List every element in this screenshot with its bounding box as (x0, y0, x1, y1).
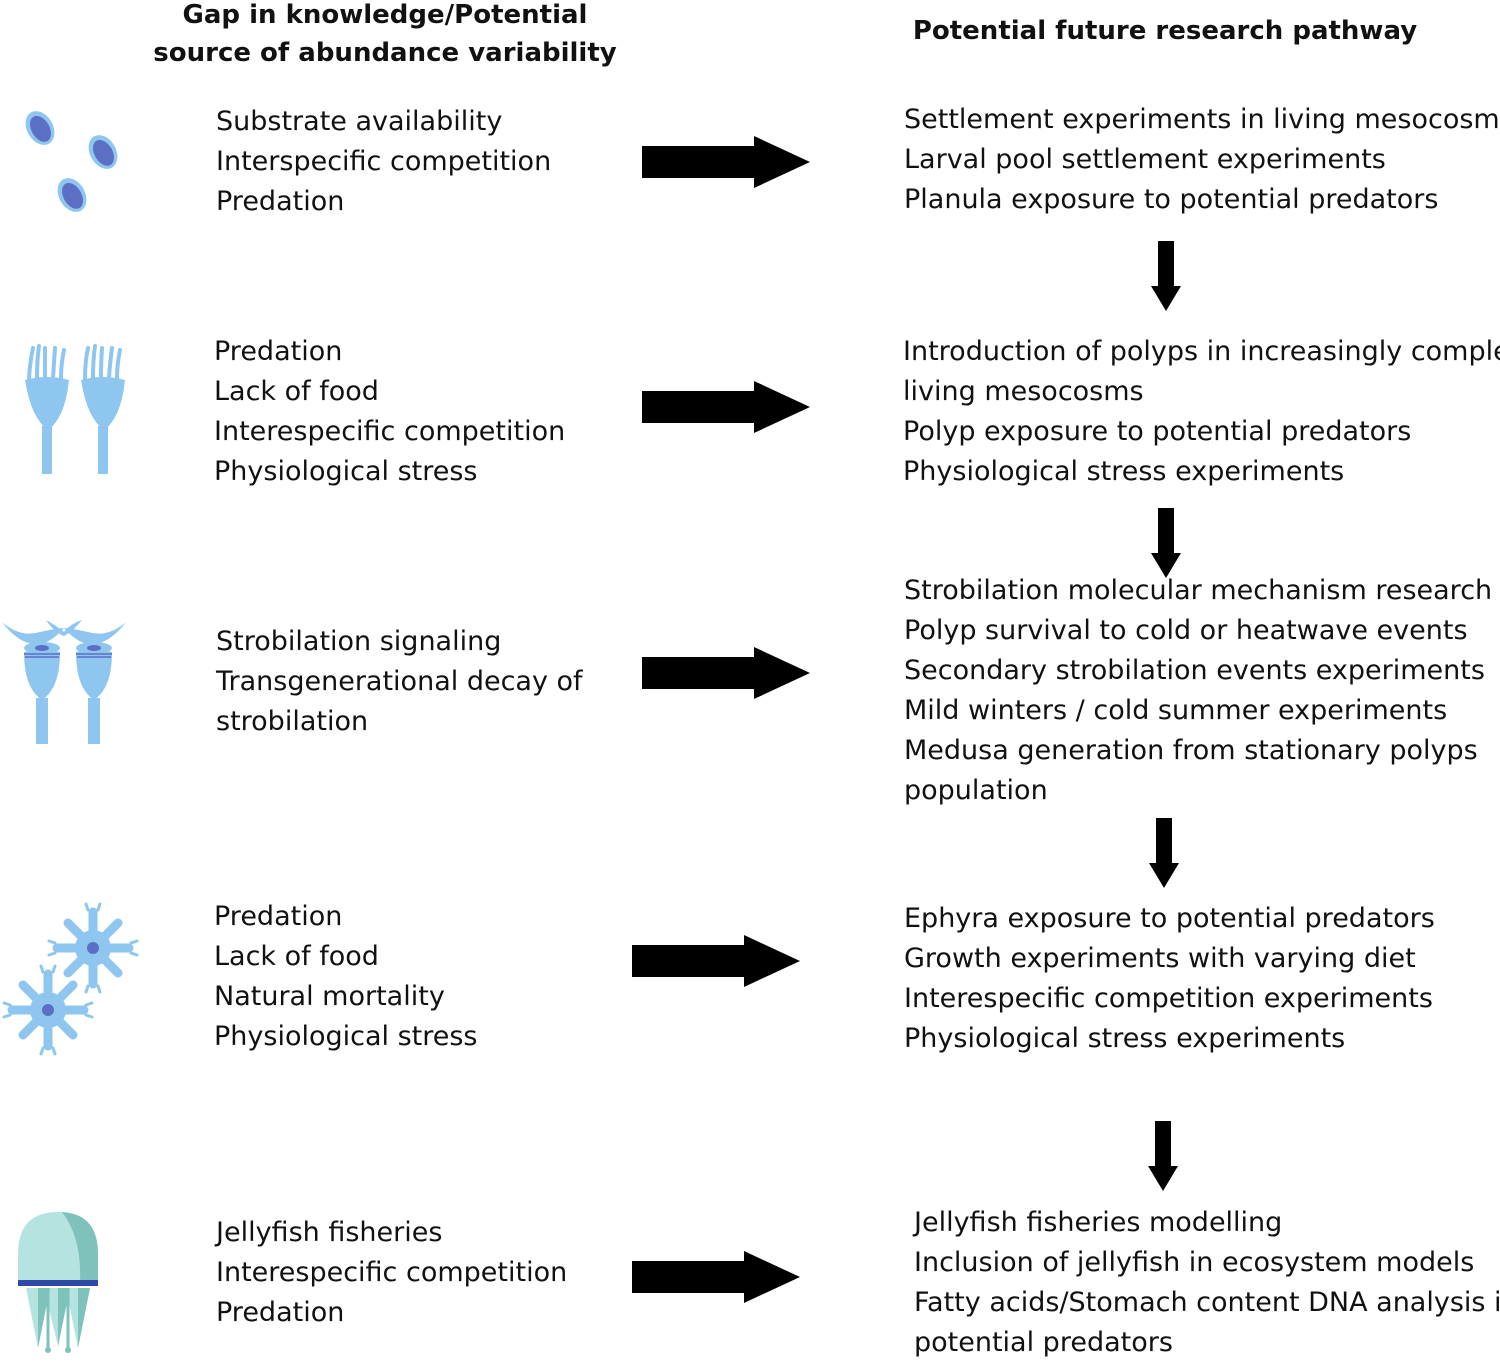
research-item: Mild winters / cold summer experiments (904, 695, 1448, 726)
right-arrow-icon (632, 1251, 800, 1303)
research-item: Introduction of polyps in increasingly c… (903, 336, 1500, 367)
down-arrow-icon (1148, 1121, 1178, 1191)
right-arrow-icon (642, 647, 810, 699)
gap-item: Lack of food (214, 376, 379, 407)
gap-item: Predation (214, 336, 343, 367)
strobila-icon (2, 620, 126, 744)
research-item: Polyp survival to cold or heatwave event… (904, 615, 1468, 646)
right-arrow-icon (632, 935, 800, 987)
research-item: Interespecific competition experiments (904, 983, 1433, 1014)
research-item: Ephyra exposure to potential predators (904, 903, 1435, 934)
research-item: Polyp exposure to potential predators (903, 416, 1412, 447)
gap-item: Jellyfish fisheries (216, 1217, 443, 1248)
gap-item: Substrate availability (216, 106, 503, 137)
research-item: Physiological stress experiments (904, 1023, 1346, 1054)
research-item: Jellyfish fisheries modelling (914, 1207, 1283, 1238)
down-arrow-icon (1151, 241, 1181, 311)
gap-item: Predation (214, 901, 343, 932)
research-list-medusa: Jellyfish fisheries modelling Inclusion … (914, 1203, 1500, 1363)
medusa-icon (18, 1212, 98, 1353)
research-item: Fatty acids/Stomach content DNA analysis… (914, 1287, 1500, 1318)
gap-item: Physiological stress (214, 1021, 478, 1052)
research-item: Settlement experiments in living mesocos… (904, 104, 1500, 135)
research-item: Growth experiments with varying diet (904, 943, 1416, 974)
gap-item: Interespecific competition (216, 1257, 568, 1288)
gap-item: Predation (216, 1297, 345, 1328)
research-item: Strobilation molecular mechanism researc… (904, 575, 1493, 606)
gap-item: Interespecific competition (214, 416, 566, 447)
gap-list-strobila: Strobilation signaling Transgenerational… (216, 622, 583, 742)
research-item: Larval pool settlement experiments (904, 144, 1386, 175)
gap-item: Natural mortality (214, 981, 445, 1012)
ephyra-icon (2, 902, 139, 1056)
left-header-line-1: Gap in knowledge/Potential (182, 0, 588, 30)
gap-list-planula: Substrate availability Interspecific com… (216, 102, 551, 222)
down-arrow-icon (1151, 508, 1181, 578)
research-item: Inclusion of jellyfish in ecosystem mode… (914, 1247, 1475, 1278)
research-item: Planula exposure to potential predators (904, 184, 1439, 215)
research-item: potential predators (914, 1327, 1173, 1358)
gap-item: Transgenerational decay of (216, 666, 583, 697)
gap-item: strobilation (216, 706, 369, 737)
gap-list-polyp: Predation Lack of food Interespecific co… (214, 332, 565, 492)
research-item: Secondary strobilation events experiment… (904, 655, 1485, 686)
gap-list-ephyra: Predation Lack of food Natural mortality… (214, 897, 478, 1057)
right-arrow-icon (642, 136, 810, 188)
down-arrow-icon (1149, 818, 1179, 888)
gap-item: Predation (216, 186, 345, 217)
research-item: Medusa generation from stationary polyps (904, 735, 1478, 766)
gap-list-medusa: Jellyfish fisheries Interespecific compe… (216, 1213, 567, 1333)
polyp-icon (25, 344, 125, 474)
research-item: living mesocosms (903, 376, 1144, 407)
research-list-strobila: Strobilation molecular mechanism researc… (904, 571, 1492, 811)
planula-larvae-icon (25, 111, 118, 212)
research-item: population (904, 775, 1048, 806)
left-header-line-2: source of abundance variability (153, 38, 617, 68)
gap-item: Interspecific competition (216, 146, 552, 177)
gap-item: Strobilation signaling (216, 626, 502, 657)
research-list-planula: Settlement experiments in living mesocos… (904, 100, 1500, 220)
gap-item: Physiological stress (214, 456, 478, 487)
right-arrow-icon (642, 381, 810, 433)
research-list-ephyra: Ephyra exposure to potential predators G… (904, 899, 1435, 1059)
gap-item: Lack of food (214, 941, 379, 972)
right-column-header: Potential future research pathway (912, 16, 1418, 46)
research-list-polyp: Introduction of polyps in increasingly c… (903, 332, 1500, 492)
left-column-header: Gap in knowledge/Potential source of abu… (150, 0, 620, 72)
research-item: Physiological stress experiments (903, 456, 1345, 487)
